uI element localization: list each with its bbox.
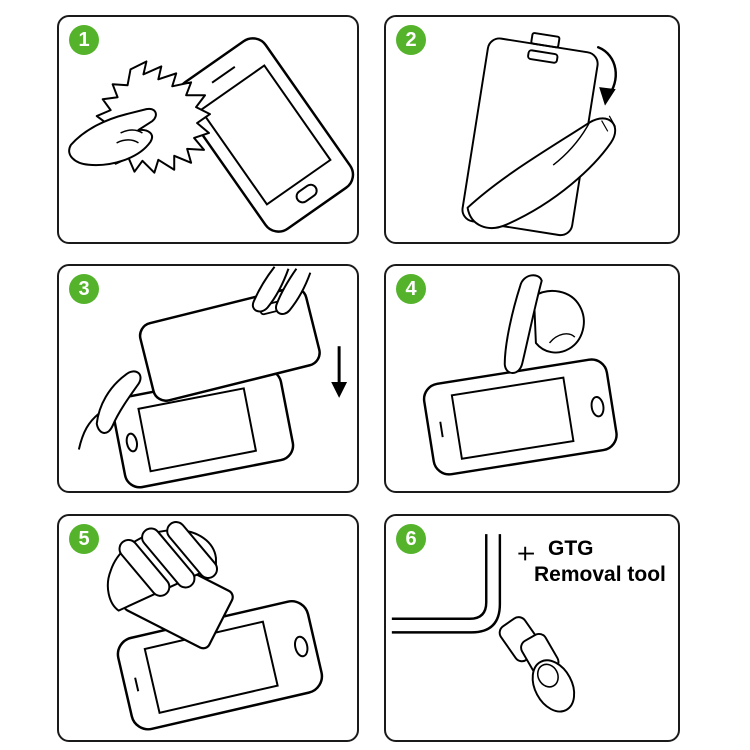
label-leader-mark	[518, 546, 534, 561]
step-number: 6	[405, 528, 417, 550]
pressing-hand-icon	[503, 274, 585, 374]
phone-screen	[199, 64, 332, 206]
smoothing-hand-icon	[106, 521, 219, 612]
illustration-peel-film	[461, 32, 617, 237]
step-badge: 1	[69, 25, 99, 55]
speaker-cutout	[527, 49, 559, 64]
step-badge: 4	[396, 274, 426, 304]
phone-icon	[177, 37, 355, 233]
step-badge: 5	[69, 524, 99, 554]
step-panel-2: 2	[384, 15, 680, 244]
illustration-clean-screen	[68, 37, 355, 233]
step-panel-6: 6 GTG Removal tool	[384, 514, 680, 742]
step-badge: 3	[69, 274, 99, 304]
home-button	[295, 183, 318, 204]
illustration-removal-tool	[391, 534, 576, 713]
thumb-icon	[531, 659, 576, 713]
step-number: 3	[78, 278, 90, 300]
step-number: 5	[78, 528, 90, 550]
illustration-smooth-card	[106, 521, 324, 731]
pull-tab	[530, 32, 561, 49]
hand-icon	[68, 107, 157, 167]
glass-body	[138, 286, 321, 402]
phone-icon	[422, 358, 618, 476]
illustration-press-screen	[422, 274, 618, 476]
step-badge: 6	[396, 524, 426, 554]
earpiece	[134, 677, 140, 692]
protector-film-icon	[461, 32, 617, 237]
step-number: 2	[405, 29, 417, 51]
phone-icon	[116, 599, 324, 731]
phone-screen	[137, 387, 258, 473]
step-panel-4: 4	[384, 264, 680, 493]
illustration-align-glass	[77, 266, 348, 489]
phone-screen	[450, 376, 575, 460]
fingers-icon	[251, 266, 312, 315]
step-panel-1: 1	[57, 15, 359, 244]
earpiece	[211, 65, 236, 84]
step-number: 4	[405, 278, 417, 300]
home-button	[125, 432, 139, 453]
glass-protector-icon	[138, 286, 321, 402]
home-button	[294, 635, 309, 658]
home-button	[590, 396, 605, 418]
step-panel-3: 3	[57, 264, 359, 493]
phone-corner-lines	[391, 534, 502, 634]
label-line-2: Removal tool	[534, 563, 666, 586]
label-line-1: GTG	[548, 537, 594, 560]
earpiece	[439, 421, 444, 438]
peeling-film	[466, 117, 617, 229]
removal-tool-label: GTG Removal tool	[534, 536, 666, 588]
step-panel-5: 5	[57, 514, 359, 742]
step-number: 1	[78, 29, 90, 51]
peel-arrow-icon	[596, 46, 617, 106]
down-arrow-icon	[331, 346, 348, 398]
thumb-icon	[77, 370, 142, 450]
step-badge: 2	[396, 25, 426, 55]
